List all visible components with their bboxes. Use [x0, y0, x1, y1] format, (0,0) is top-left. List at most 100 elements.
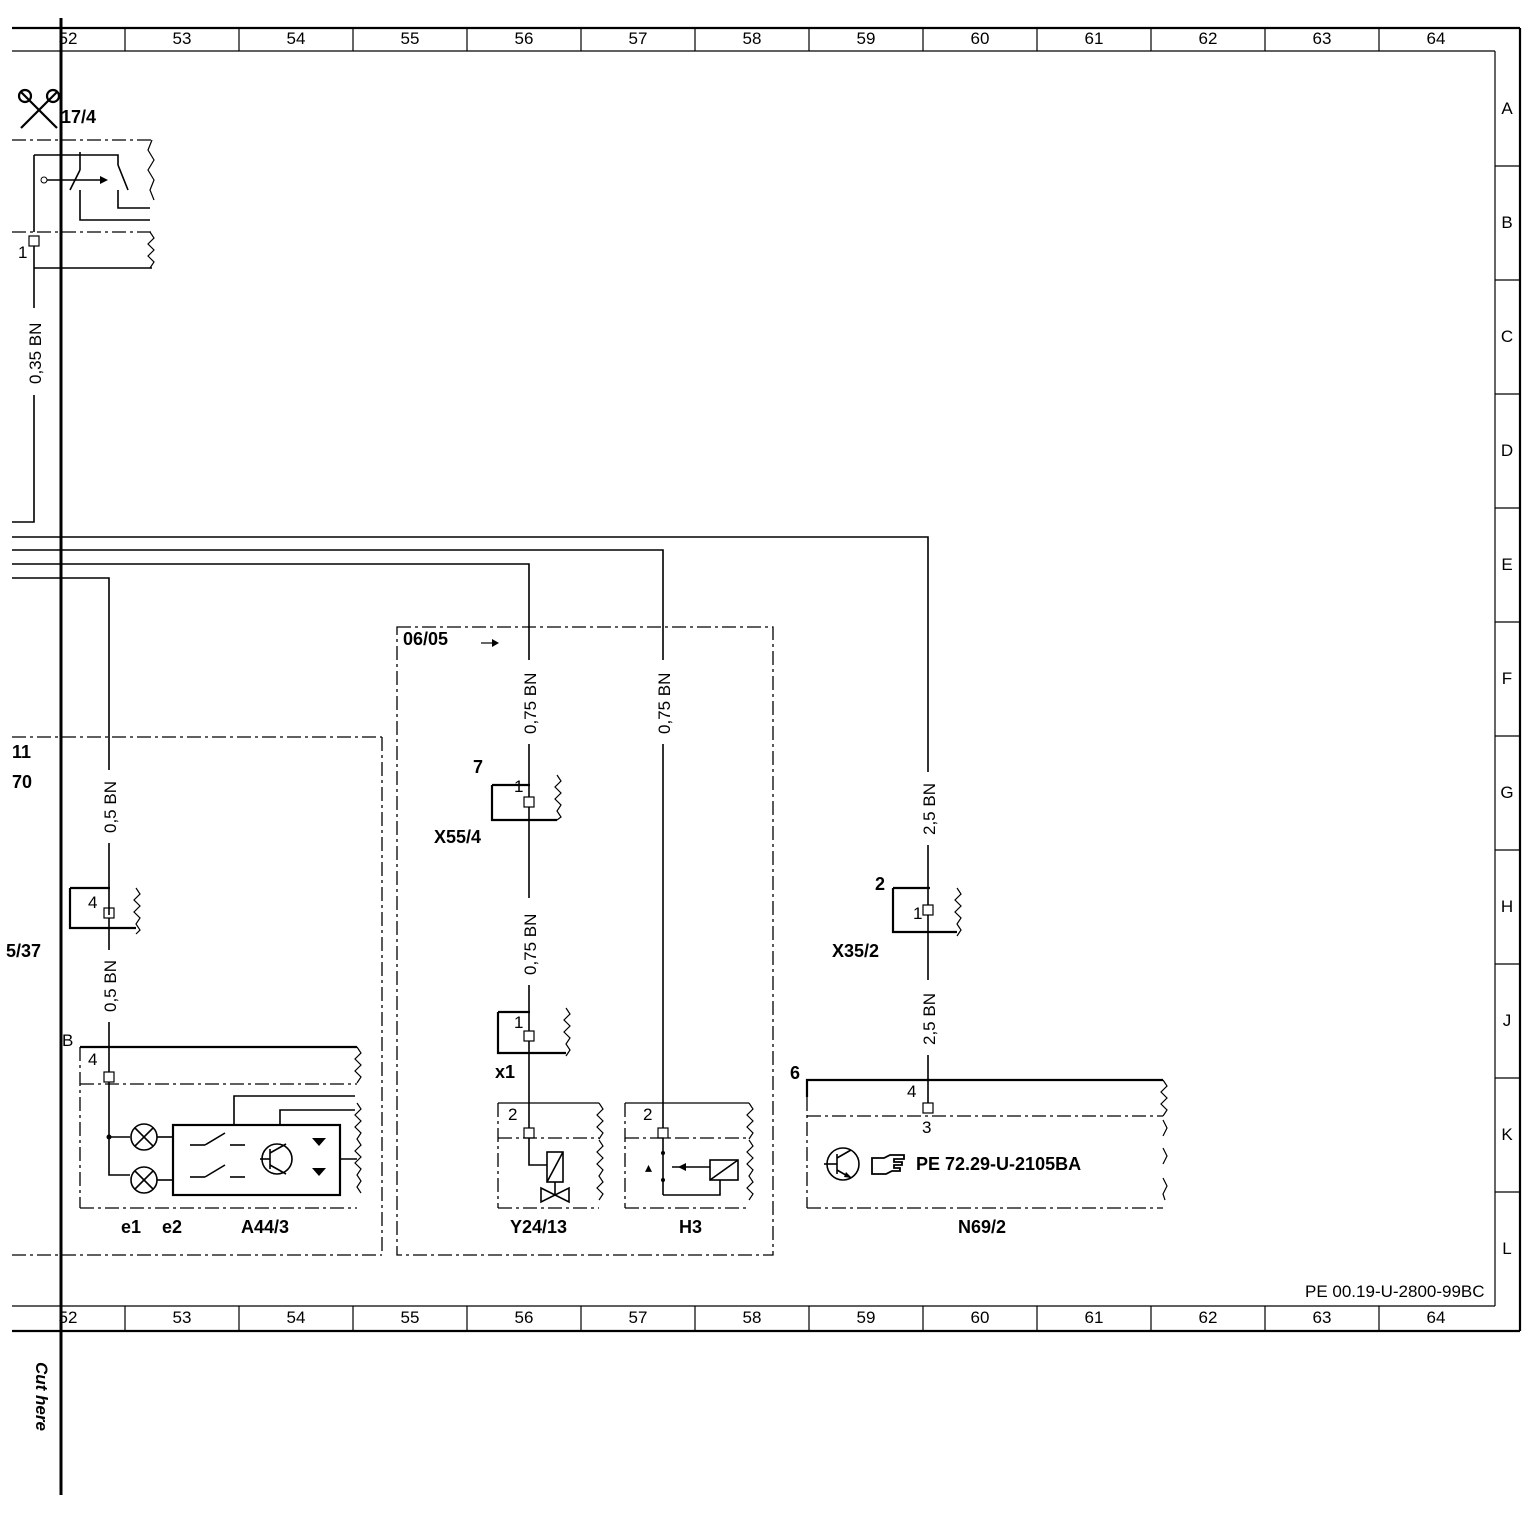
col-label-63-bottom: 63: [1313, 1308, 1332, 1327]
wire-25-bot-label: 2,5 BN: [920, 993, 939, 1045]
wire-05-top-label: 0,5 BN: [101, 781, 120, 833]
wire-075-a-label: 0,75 BN: [521, 673, 540, 734]
row-label-g: G: [1500, 783, 1513, 802]
pointing-hand-icon: [871, 1154, 905, 1175]
left-num-11: 11: [12, 742, 31, 762]
wire-035-lower: [12, 395, 35, 523]
pin-3-n69-label: 3: [922, 1118, 931, 1137]
transistor-icon: [824, 1147, 860, 1181]
left-b-label: B: [62, 1031, 73, 1050]
valve-y24-13: 2: [497, 1102, 604, 1209]
label-x35-2: X35/2: [832, 941, 879, 961]
col-label-59-bottom: 59: [857, 1308, 876, 1327]
pin-1-x55-label: 1: [514, 777, 523, 796]
row-label-l: L: [1502, 1239, 1511, 1258]
connector-pin-1-left: 1: [18, 235, 40, 262]
svg-text:▴: ▴: [645, 1159, 652, 1175]
col-label-53-bottom: 53: [173, 1308, 192, 1327]
col-label-56: 56: [515, 29, 534, 48]
connector-x1: 1: [496, 1007, 571, 1057]
horn-h3: 2 ▴: [624, 1102, 754, 1209]
lamp-e2-icon: [130, 1166, 158, 1194]
row-label-d: D: [1501, 441, 1513, 460]
col-label-55: 55: [401, 29, 420, 48]
x35-pin-2: 2: [875, 874, 885, 894]
pin-1-x35-label: 1: [913, 904, 922, 923]
label-n69-2: N69/2: [958, 1217, 1006, 1237]
n69-reference: PE 72.29-U-2105BA: [916, 1154, 1081, 1174]
col-label-62-bottom: 62: [1199, 1308, 1218, 1327]
lamp-e1-icon: [130, 1123, 158, 1151]
col-label-58-bottom: 58: [743, 1308, 762, 1327]
scissors-icon: [17, 88, 61, 129]
n69-pin-6: 6: [790, 1063, 800, 1083]
pin-4-conn-label: 4: [88, 893, 97, 912]
col-label-60-bottom: 60: [971, 1308, 990, 1327]
col-label-64: 64: [1427, 29, 1446, 48]
col-label-64-bottom: 64: [1427, 1308, 1446, 1327]
row-label-c: C: [1501, 327, 1513, 346]
x55-pin-7: 7: [473, 757, 483, 777]
pin-1-left-label: 1: [18, 243, 27, 262]
col-label-52-bottom: 52: [59, 1308, 78, 1327]
col-label-62: 62: [1199, 29, 1218, 48]
a44-subsystem-box: [12, 736, 383, 1256]
col-label-52: 52: [59, 29, 78, 48]
label-x55-4: X55/4: [434, 827, 481, 847]
col-label-53: 53: [173, 29, 192, 48]
row-label-b: B: [1501, 213, 1512, 232]
row-label-a: A: [1501, 99, 1513, 118]
col-label-54: 54: [287, 29, 306, 48]
label-e1: e1: [121, 1217, 141, 1237]
a44-wire-a: [233, 1095, 355, 1125]
footer-code: PE 00.19-U-2800-99BC: [1305, 1282, 1485, 1301]
col-label-54-bottom: 54: [287, 1308, 306, 1327]
pin-1-x1-label: 1: [514, 1013, 523, 1032]
a44-module: 4: [79, 1045, 362, 1209]
wire-035-label: 0,35 BN: [26, 323, 45, 384]
row-label-e: E: [1501, 555, 1512, 574]
col-label-59: 59: [857, 29, 876, 48]
arrow-right-icon: [481, 639, 499, 647]
wire-25-top-label: 2,5 BN: [920, 783, 939, 835]
col-label-55-bottom: 55: [401, 1308, 420, 1327]
col-label-60: 60: [971, 29, 990, 48]
a44-wire-b: [279, 1109, 355, 1125]
col-label-61: 61: [1085, 29, 1104, 48]
top-column-ruler: [12, 26, 1520, 52]
scissors-ref-label: 17/4: [61, 107, 96, 127]
connector-x35-2: 1: [891, 886, 962, 937]
label-y24-13: Y24/13: [510, 1217, 567, 1237]
col-label-61-bottom: 61: [1085, 1308, 1104, 1327]
col-label-56-bottom: 56: [515, 1308, 534, 1327]
switch-17-4: [12, 139, 155, 269]
subsystem-06-05-box: [396, 626, 774, 1256]
label-x1: x1: [495, 1062, 515, 1082]
right-row-ruler: [1494, 28, 1522, 1331]
row-label-k: K: [1501, 1125, 1513, 1144]
pin-4-n69-label: 4: [907, 1082, 916, 1101]
row-label-j: J: [1503, 1011, 1512, 1030]
bottom-column-labels: 52 53 54 55 56 57 58 59 60 61 62 63 64: [59, 1308, 1446, 1327]
bus-lines: [12, 536, 929, 772]
label-e2: e2: [162, 1217, 182, 1237]
subsystem-ref-label: 06/05: [403, 629, 448, 649]
connector-4: 4: [68, 886, 141, 935]
pin-2-h3-label: 2: [643, 1105, 652, 1124]
row-label-f: F: [1502, 669, 1512, 688]
wire-075-c-label: 0,75 BN: [655, 673, 674, 734]
left-ref-5-37: 5/37: [6, 941, 41, 961]
col-label-57-bottom: 57: [629, 1308, 648, 1327]
col-label-58: 58: [743, 29, 762, 48]
pin-2-y24-label: 2: [508, 1105, 517, 1124]
label-h3: H3: [679, 1217, 702, 1237]
pin-4-a44-label: 4: [88, 1050, 97, 1069]
row-label-h: H: [1501, 897, 1513, 916]
col-label-63: 63: [1313, 29, 1332, 48]
col-label-57: 57: [629, 29, 648, 48]
wire-075-b-label: 0,75 BN: [521, 914, 540, 975]
connector-x55-4: 1: [490, 774, 562, 822]
a44-electronics-box: [157, 1123, 357, 1197]
module-n69-2: 4 3: [805, 1078, 1168, 1209]
